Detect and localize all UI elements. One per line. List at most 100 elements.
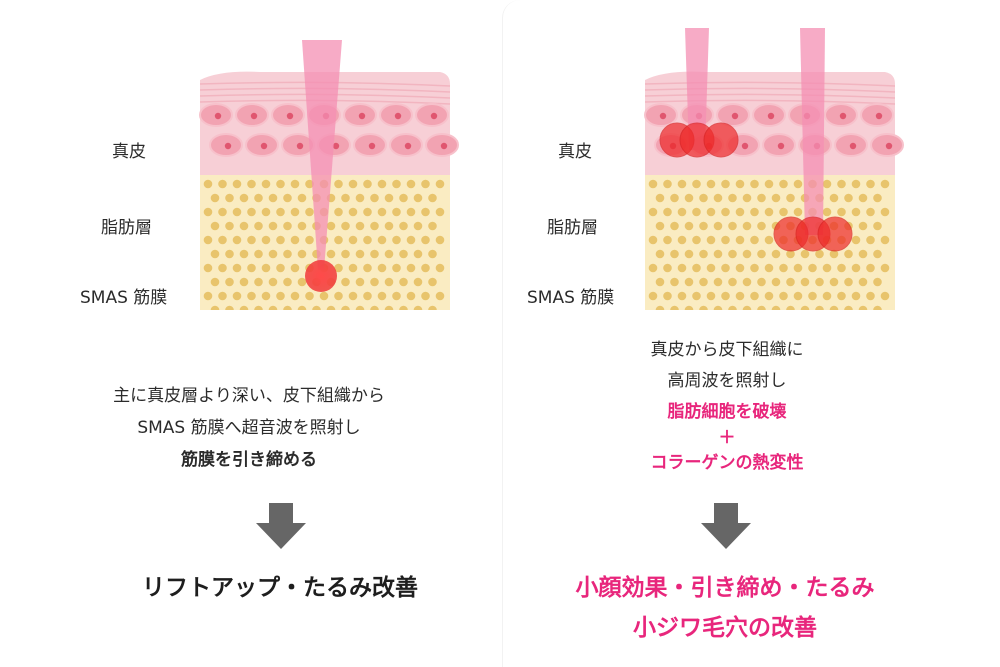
cell-nucleus [731,112,739,120]
fat-cell [283,249,292,259]
fat-cell [670,193,679,203]
fat-cell [663,235,672,245]
fat-cell [764,235,774,245]
epidermis-line [644,81,896,87]
fat-cell [793,263,803,273]
fat-cell [225,277,234,287]
fat-cell [750,291,759,301]
fat-cell [413,221,423,231]
fat-cell [355,305,365,310]
fat-cell [873,249,882,259]
fat-cell [684,277,694,287]
fat-cell [822,291,832,301]
fat-cell [655,221,665,231]
fat-cell [750,263,759,273]
fat-cell [858,277,868,287]
cell-nucleus [332,142,340,150]
fat-cell [858,305,868,310]
fat-cell [254,193,263,203]
fat-cell [348,235,358,245]
rf-beam [685,28,709,150]
fat-cell [735,179,745,189]
fat-cell [771,249,781,259]
fat-cell [684,249,694,259]
fat-cell [377,263,387,273]
fat-cell [363,263,372,273]
fat-cell [348,263,358,273]
fat-cell [692,179,701,189]
fat-cell [692,235,701,245]
fat-cell [435,235,445,245]
fat-cell [829,193,839,203]
fat-cell [873,193,882,203]
fat-cell [655,193,665,203]
fat-cell [355,249,365,259]
fat-cell [663,291,672,301]
cell-nucleus [767,112,775,120]
fat-cell [319,291,329,301]
fat-cell [873,221,882,231]
fat-cell [428,277,437,287]
hifu-panel: 真皮 脂肪層 SMAS 筋膜 主に真皮層より深い、皮下組織から SMAS 筋膜へ… [0,0,498,667]
fat-cell [742,221,752,231]
fat-cell [239,277,249,287]
fat-cell [880,207,890,217]
fat-cell [771,277,781,287]
fat-cell [851,179,861,189]
fat-cell [728,249,737,259]
desc-line-2: 高周波を照射し [667,371,787,391]
fat-cell [786,305,795,310]
fat-cell [413,305,423,310]
fat-cell [815,249,824,259]
fat-cell [779,179,788,189]
fat-cell [866,207,875,217]
fat-cell [692,291,701,301]
fat-cell [837,207,846,217]
fat-cell [334,291,343,301]
fat-cell [399,221,408,231]
cell-nucleus [286,112,294,120]
fat-cell [268,305,278,310]
rf-result-line-1: 小顔効果・引き締め・たるみ [575,575,875,601]
fat-cell [297,305,307,310]
fat-cell [815,277,824,287]
fat-cell [822,179,832,189]
fat-cell [305,235,314,245]
fat-cell [232,207,242,217]
fat-cell [210,221,220,231]
fat-cell [326,305,336,310]
fat-cell [435,179,445,189]
fat-cell [851,291,861,301]
fat-cell [648,179,658,189]
fat-cell [421,179,430,189]
skin-layers [644,71,904,310]
fat-cell [406,235,416,245]
fat-cell [757,305,766,310]
fat-cell [435,263,445,273]
fat-cell [210,305,220,310]
fat-cell [858,221,868,231]
fat-cell [247,179,256,189]
fat-cell [844,193,853,203]
fat-cell [355,193,365,203]
fat-cell [428,305,437,310]
fat-cell [261,291,271,301]
cell-nucleus [358,112,366,120]
fat-cell [728,221,737,231]
fat-cell [218,207,227,217]
fat-cell [247,207,256,217]
cell-nucleus [214,112,222,120]
fat-cell [384,305,394,310]
fat-cell [757,277,766,287]
fat-cell [706,235,716,245]
fat-cell [239,221,249,231]
fat-cell [421,291,430,301]
fat-cell [721,179,730,189]
desc-line-1: 主に真皮層より深い、皮下組織から [113,386,385,406]
fat-cell [261,235,271,245]
fat-cell [684,193,694,203]
fat-cell [670,249,679,259]
fat-cell [225,305,234,310]
rf-panel: 真皮 脂肪層 SMAS 筋膜 真皮から皮下組織に 高周波を照射し 脂肪細胞を破壊… [502,0,1000,667]
ultrasound-beam [302,40,342,270]
